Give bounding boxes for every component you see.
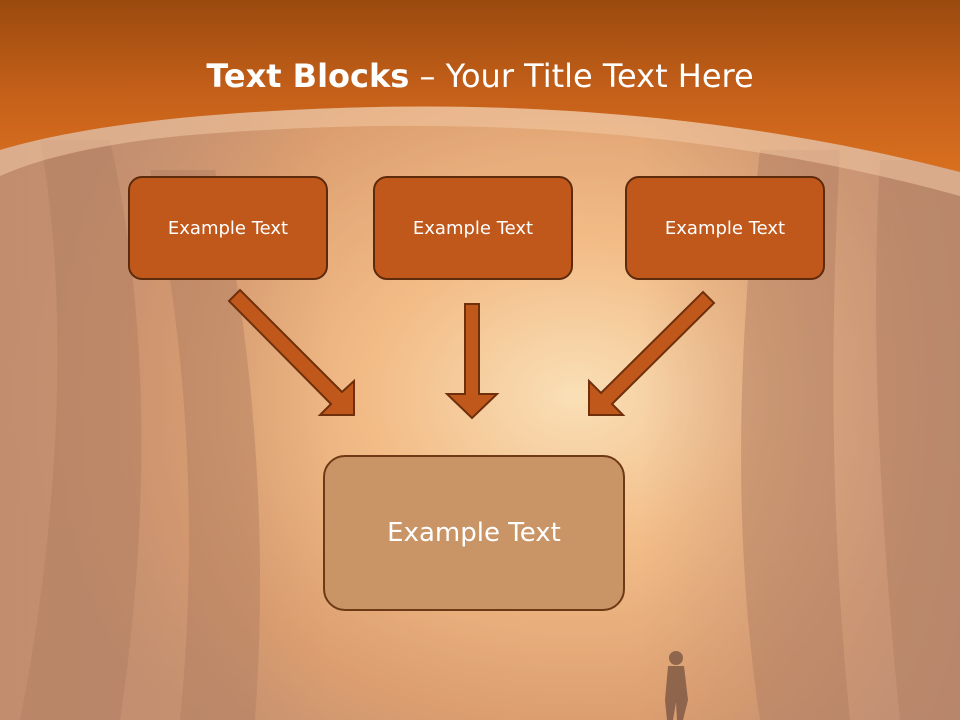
- text-block-label: Example Text: [387, 518, 561, 548]
- text-block-top-left: Example Text: [128, 176, 328, 280]
- arrow-right: [588, 290, 716, 416]
- arrow-left: [227, 288, 355, 416]
- text-block-top-right: Example Text: [625, 176, 825, 280]
- header-curve-highlight: [0, 106, 960, 196]
- text-block-label: Example Text: [167, 217, 289, 239]
- walking-figure: [665, 651, 688, 720]
- slide-title: Text Blocks – Your Title Text Here: [0, 52, 960, 100]
- arrow-center: [444, 303, 500, 420]
- text-block-top-center: Example Text: [373, 176, 573, 280]
- title-rest: Your Title Text Here: [445, 57, 754, 95]
- text-block-bottom: Example Text: [323, 455, 625, 611]
- text-block-label: Example Text: [412, 217, 534, 239]
- text-block-label: Example Text: [664, 217, 786, 239]
- title-separator: –: [409, 57, 446, 95]
- header-band: [0, 0, 960, 172]
- tree-trunks: [20, 140, 960, 720]
- title-bold: Text Blocks: [206, 57, 410, 95]
